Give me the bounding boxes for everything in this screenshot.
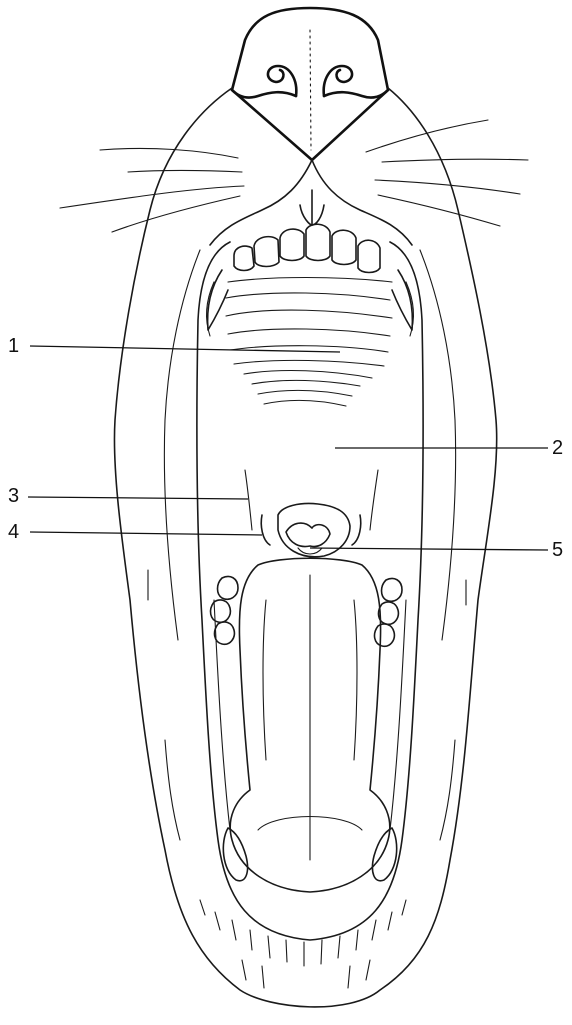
leader-line-5	[310, 548, 548, 550]
callout-label-2: 2	[552, 437, 563, 459]
callout-label-4: 4	[8, 521, 19, 543]
hard-palate-rugae	[226, 278, 392, 407]
callout-label-1: 1	[8, 335, 19, 357]
callout-leaders	[28, 346, 548, 550]
upper-lip	[210, 160, 412, 245]
cheek-teeth-right	[375, 578, 402, 646]
epiglottis	[286, 523, 330, 554]
upper-incisors	[234, 224, 380, 272]
soft-palate	[245, 470, 378, 557]
leader-line-3	[28, 497, 248, 499]
leader-line-1	[30, 346, 340, 352]
callout-label-3: 3	[8, 485, 19, 507]
tongue	[230, 558, 390, 892]
head-outline	[114, 88, 496, 1007]
nose	[232, 8, 388, 160]
upper-canines	[207, 270, 414, 336]
whiskers	[60, 120, 528, 232]
chin-hair	[200, 900, 406, 988]
leader-line-4	[30, 532, 262, 535]
callout-label-5: 5	[552, 539, 563, 561]
